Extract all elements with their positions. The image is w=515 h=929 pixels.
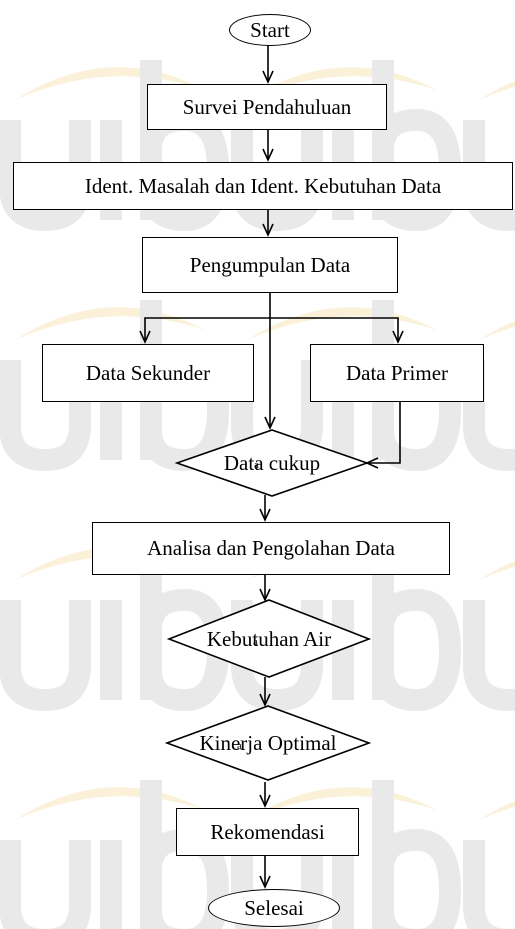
decision-performance-label: Kinerja Optimal: [199, 731, 337, 755]
collection-node: Pengumpulan Data: [142, 237, 398, 293]
decision-performance-shape: [164, 705, 372, 781]
watermark-tile: [0, 780, 230, 929]
secondary-data-node: Data Sekunder: [42, 344, 254, 402]
watermark-tile: [463, 801, 515, 929]
kebutuhan-air-overlay-fragment: a: [253, 636, 258, 648]
arrow-primary-to-decision: [365, 402, 401, 469]
watermark-tile: [231, 540, 462, 712]
primary-data-node: Data Primer: [310, 344, 484, 402]
end-node: Selesai: [208, 889, 340, 927]
recommendation-node: Rekomendasi: [176, 808, 359, 856]
decision-water-shape: [166, 599, 372, 678]
survey-node: Survei Pendahuluan: [147, 84, 387, 130]
data-cukup-overlay-fragment: a: [254, 459, 259, 471]
arrow-collection-to-primary: [270, 317, 404, 344]
analysis-node: Analisa dan Pengolahan Data: [92, 522, 450, 575]
decision-data-shape: [174, 429, 370, 497]
identification-node: Ident. Masalah dan Ident. Kebutuhan Data: [13, 162, 513, 210]
start-node: Start: [229, 14, 311, 46]
decision-data-label: Data cukup: [223, 451, 321, 475]
arrow-collection-to-secondary: [139, 317, 270, 344]
watermark-tile: [463, 561, 515, 712]
decision-water-label: Kebutuhan Air: [206, 627, 332, 651]
kinerja-overlay-fragment: a: [237, 740, 242, 752]
watermark-tile: [463, 321, 515, 472]
